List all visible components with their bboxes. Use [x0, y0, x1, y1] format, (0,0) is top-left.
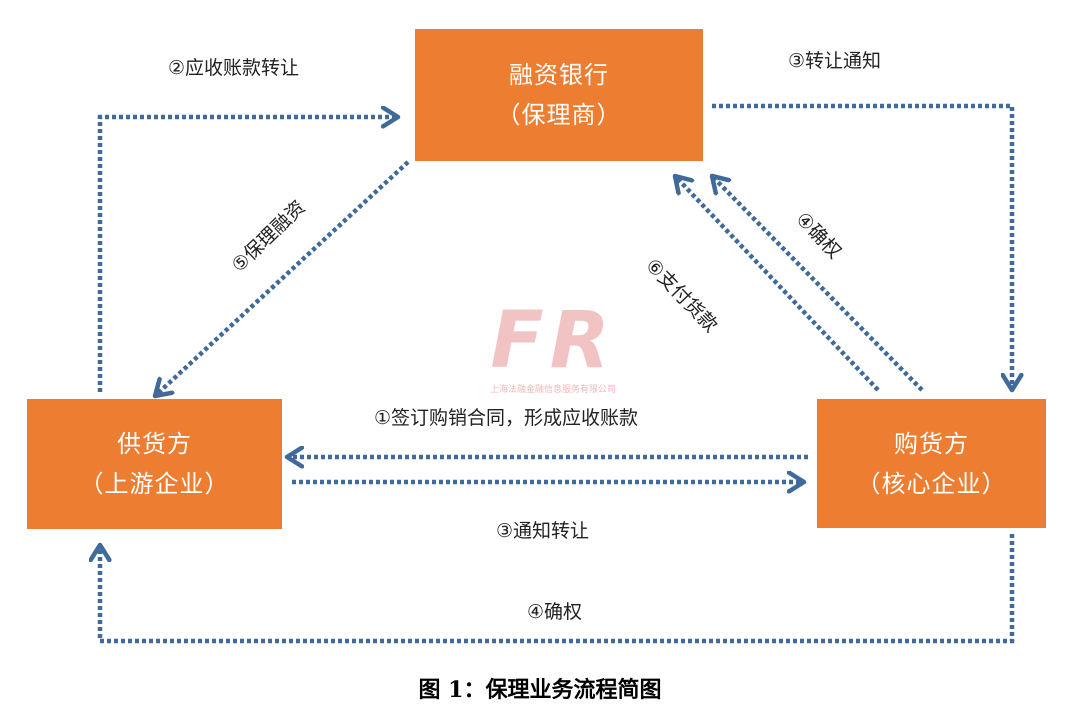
- node-supplier-name: 供货方: [117, 430, 192, 458]
- watermark: FR 上海法融金融信息服务有限公司: [468, 296, 638, 406]
- arrow-confirm-bank: [712, 176, 924, 392]
- arrow-factoring-financing: [155, 160, 410, 396]
- watermark-company: 上海法融金融信息服务有限公司: [489, 385, 616, 395]
- arrow-transfer-receivable: [97, 117, 398, 392]
- node-buyer-name: 购货方: [894, 429, 969, 458]
- label-transfer-notice-supplier: ③通知转让: [496, 520, 590, 542]
- arrow-confirm-supplier: [100, 534, 1015, 644]
- figure-caption: 图 1：保理业务流程简图: [418, 677, 662, 703]
- node-financing-bank: 融资银行 （保理商）: [415, 29, 703, 161]
- arrow-pay-goods: [675, 176, 880, 392]
- label-transfer-receivable: ②应收账款转让: [168, 57, 300, 79]
- watermark-letters: FR: [490, 296, 616, 386]
- node-buyer-role: （核心企业）: [856, 469, 1007, 498]
- label-sign-contract: ①签订购销合同，形成应收账款: [374, 407, 639, 429]
- arrow-transfer-notice-bank: [712, 103, 1012, 390]
- label-confirm-supplier: ④确权: [527, 601, 583, 623]
- node-buyer: 购货方 （核心企业）: [817, 399, 1046, 528]
- node-financing-bank-role: （保理商）: [496, 101, 622, 129]
- node-financing-bank-name: 融资银行: [509, 61, 609, 89]
- node-supplier: 供货方 （上游企业）: [27, 399, 282, 529]
- node-supplier-role: （上游企业）: [79, 470, 230, 498]
- label-transfer-notice-bank: ③转让通知: [788, 50, 882, 72]
